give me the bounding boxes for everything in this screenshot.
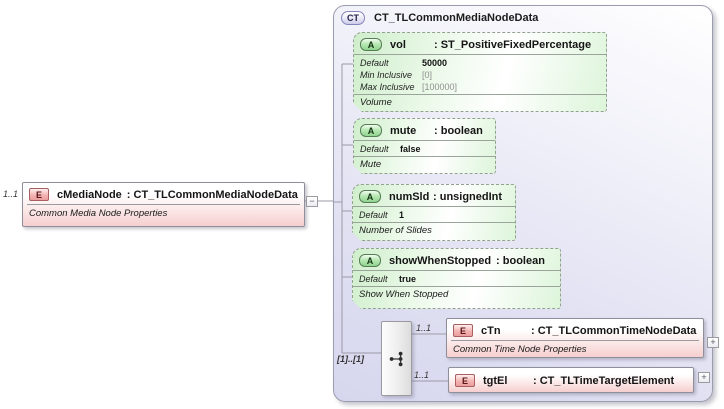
element-annotation: Common Time Node Properties [453, 344, 587, 355]
element-tgtel[interactable]: E tgtEl : CT_TLTimeTargetElement [448, 367, 694, 393]
element-name: cMediaNode [57, 188, 122, 201]
complextype-icon: CT [341, 11, 365, 25]
element-icon: E [455, 374, 475, 387]
element-name: tgtEl [483, 374, 508, 387]
facet-row: Default 50000 [354, 57, 606, 69]
facet-row: Max Inclusive [100000] [354, 81, 606, 93]
attribute-icon: A [360, 38, 382, 51]
element-icon: E [453, 324, 473, 337]
attribute-type: : unsignedInt [433, 190, 503, 203]
ctn-cardinality: 1..1 [416, 323, 432, 333]
facet-row: Min Inclusive [0] [354, 69, 606, 81]
attribute-numsld-header: A numSld : unsignedInt [353, 185, 515, 207]
cmedianode-cardinality: 1..1 [3, 189, 19, 199]
element-type: : CT_TLCommonTimeNodeData [531, 324, 697, 337]
attribute-type: : boolean [496, 254, 545, 267]
attribute-name: mute [390, 124, 417, 137]
attribute-vol[interactable]: A vol : ST_PositiveFixedPercentage Defau… [353, 32, 607, 112]
facet-value: true [399, 274, 417, 284]
divider [27, 204, 300, 205]
attribute-annotation: Mute [354, 156, 495, 173]
complextype-header: CT CT_TLCommonMediaNodeData [341, 11, 538, 25]
element-icon: E [29, 188, 49, 201]
facet-label: Default [360, 58, 389, 68]
collapse-button[interactable]: − [306, 196, 318, 207]
attribute-mute-header: A mute : boolean [354, 119, 495, 141]
element-cmedianode[interactable]: E cMediaNode : CT_TLCommonMediaNodeData … [22, 182, 305, 227]
facet-label: Max Inclusive [360, 82, 415, 92]
attribute-facets: Default true [353, 271, 560, 286]
facet-row: Default 1 [353, 209, 515, 221]
attribute-numsld[interactable]: A numSld : unsignedInt Default 1 Number … [352, 184, 516, 241]
divider [451, 340, 699, 341]
facet-row: Default false [354, 143, 495, 155]
facet-label: Default [359, 274, 388, 284]
complextype-title: CT_TLCommonMediaNodeData [374, 12, 539, 24]
attribute-icon: A [359, 190, 381, 203]
attribute-facets: Default 1 [353, 207, 515, 222]
expand-button-ctn[interactable]: + [707, 337, 719, 348]
expand-button-tgtel[interactable]: + [698, 372, 710, 383]
attribute-vol-header: A vol : ST_PositiveFixedPercentage [354, 33, 606, 55]
attribute-annotation: Number of Slides [353, 222, 515, 240]
attribute-icon: A [360, 124, 382, 137]
facet-value: [100000] [422, 82, 458, 92]
attribute-mute[interactable]: A mute : boolean Default false Mute [353, 118, 496, 174]
attribute-facets: Default false [354, 141, 495, 156]
facet-value: false [400, 144, 421, 154]
facet-label: Default [360, 144, 389, 154]
element-name: cTn [481, 324, 501, 337]
attribute-name: vol [390, 38, 406, 51]
attribute-name: showWhenStopped [389, 254, 492, 267]
facet-label: Min Inclusive [360, 70, 413, 80]
attribute-showwhenstopped[interactable]: A showWhenStopped : boolean Default true… [352, 248, 561, 309]
attribute-facets: Default 50000 Min Inclusive [0] Max Incl… [354, 55, 606, 94]
attribute-icon: A [359, 254, 381, 267]
sequence-icon [389, 351, 402, 366]
attribute-type: : ST_PositiveFixedPercentage [434, 38, 592, 51]
element-type: : CT_TLTimeTargetElement [533, 374, 675, 387]
attribute-annotation: Show When Stopped [353, 286, 560, 308]
attribute-annotation: Volume [354, 94, 606, 111]
attribute-type: : boolean [434, 124, 483, 137]
facet-value: 50000 [422, 58, 448, 68]
sequence-compositor[interactable] [381, 321, 412, 396]
facet-value: 1 [399, 210, 405, 220]
facet-label: Default [359, 210, 388, 220]
element-ctn-header: E cTn : CT_TLCommonTimeNodeData [447, 319, 703, 340]
facet-row: Default true [353, 273, 560, 285]
attribute-showwhenstopped-header: A showWhenStopped : boolean [353, 249, 560, 271]
element-type: : CT_TLCommonMediaNodeData [126, 188, 298, 201]
complextype-container[interactable]: CT CT_TLCommonMediaNodeData A vol : ST_P… [333, 5, 719, 402]
element-annotation: Common Media Node Properties [29, 208, 168, 219]
element-cmedianode-header: E cMediaNode : CT_TLCommonMediaNodeData [23, 183, 304, 204]
element-tgtel-header: E tgtEl : CT_TLTimeTargetElement [449, 368, 693, 390]
tgtel-cardinality: 1..1 [414, 370, 430, 380]
facet-value: [0] [422, 70, 433, 80]
attribute-name: numSld [389, 190, 430, 203]
sequence-cardinality: [1]..[1] [337, 354, 364, 364]
element-ctn[interactable]: E cTn : CT_TLCommonTimeNodeData Common T… [446, 318, 704, 358]
